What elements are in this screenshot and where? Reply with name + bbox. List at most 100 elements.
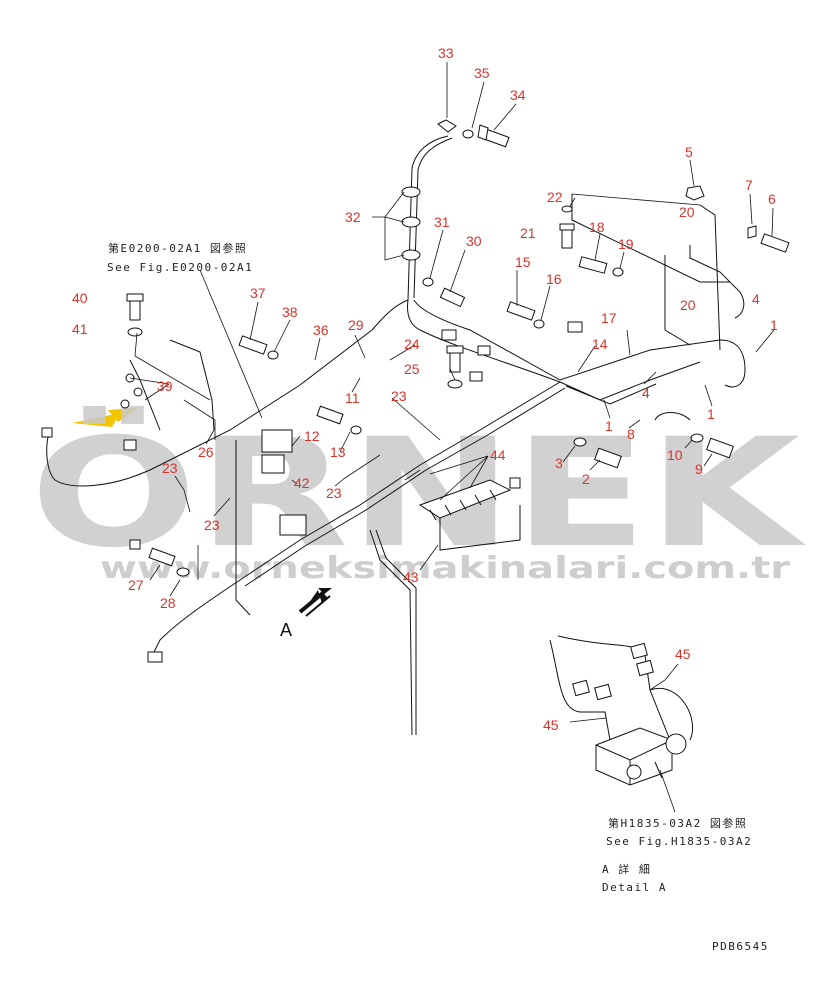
callout: 25 bbox=[404, 361, 420, 377]
bolt-15 bbox=[506, 301, 536, 321]
callout: 26 bbox=[198, 444, 214, 460]
callout: 24 bbox=[404, 336, 420, 352]
washer-22 bbox=[561, 205, 573, 213]
callout: 10 bbox=[667, 447, 683, 463]
ring-terminal bbox=[120, 399, 130, 409]
watermark: ÖRNEK www.orneksimakinalari.com.tr bbox=[30, 405, 806, 586]
connector bbox=[147, 651, 163, 663]
callout: 3 bbox=[555, 455, 563, 471]
washer-3 bbox=[573, 437, 587, 447]
callout: 38 bbox=[282, 304, 298, 320]
callout: 4 bbox=[752, 291, 760, 307]
ref-top-en: See Fig.E0200-02A1 bbox=[107, 261, 253, 274]
clamp bbox=[401, 249, 421, 261]
callout: 39 bbox=[157, 378, 173, 394]
callout: 34 bbox=[510, 87, 526, 103]
ref-top-jp: 第E0200-02A1 図参照 bbox=[108, 241, 247, 255]
callout: 12 bbox=[304, 428, 320, 444]
washer-10 bbox=[690, 433, 704, 443]
callout: 18 bbox=[589, 219, 605, 235]
callout: 29 bbox=[348, 317, 364, 333]
callout: 20 bbox=[680, 297, 696, 313]
callout: 13 bbox=[330, 444, 346, 460]
relay-block bbox=[261, 429, 293, 453]
washer-19 bbox=[612, 267, 624, 277]
callout: 44 bbox=[490, 447, 506, 463]
callout: 23 bbox=[391, 388, 407, 404]
callout: 32 bbox=[345, 209, 361, 225]
callout-labels: 33 35 34 5 7 6 22 20 21 18 19 32 31 30 1… bbox=[72, 45, 778, 733]
bolt-40 bbox=[126, 293, 144, 321]
callout: 6 bbox=[768, 191, 776, 207]
callout: 20 bbox=[679, 204, 695, 220]
callout: 36 bbox=[313, 322, 329, 338]
callout: 11 bbox=[345, 390, 360, 406]
detail-a-drawing bbox=[549, 635, 694, 786]
drawing-code: PDB6545 bbox=[712, 940, 769, 953]
upper-tube bbox=[407, 135, 449, 331]
callout: 21 bbox=[520, 225, 536, 241]
ref-bottom-en: See Fig.H1835-03A2 bbox=[606, 835, 752, 848]
view-marker: A bbox=[280, 620, 292, 640]
callout: 23 bbox=[162, 460, 178, 476]
callout: 31 bbox=[434, 214, 450, 230]
bolt-11 bbox=[316, 405, 344, 425]
callout: 1 bbox=[707, 406, 715, 422]
ring-terminal bbox=[133, 387, 143, 397]
connector bbox=[129, 539, 141, 550]
callout: 5 bbox=[685, 144, 693, 160]
nut-5 bbox=[685, 185, 705, 201]
washer-24 bbox=[447, 379, 463, 389]
callout: 45 bbox=[543, 717, 559, 733]
bolt-2 bbox=[594, 447, 622, 469]
bolt-18 bbox=[578, 256, 608, 274]
callout: 17 bbox=[601, 310, 617, 326]
ref-bottom-jp: 第H1835-03A2 図参照 bbox=[608, 816, 747, 830]
connector bbox=[123, 439, 137, 451]
reference-notes: 第E0200-02A1 図参照 See Fig.E0200-02A1 A 第H1… bbox=[107, 241, 769, 953]
washer-41 bbox=[127, 327, 143, 337]
callout: 4 bbox=[642, 385, 650, 401]
lower-harness bbox=[149, 381, 561, 661]
bolt-9 bbox=[706, 437, 734, 459]
callout: 30 bbox=[466, 233, 482, 249]
callout: 40 bbox=[72, 290, 88, 306]
main-harness bbox=[46, 299, 409, 487]
callout: 27 bbox=[128, 577, 144, 593]
bracket-33 bbox=[437, 119, 457, 133]
bolt-34 bbox=[477, 124, 510, 148]
bolt-6 bbox=[760, 233, 790, 253]
washer-13 bbox=[350, 425, 362, 435]
detail-label-jp: A 詳 細 bbox=[602, 862, 651, 876]
detail-label-en: Detail A bbox=[602, 881, 667, 894]
callout: 43 bbox=[403, 569, 419, 585]
clamp bbox=[401, 186, 421, 198]
callout: 35 bbox=[474, 65, 490, 81]
connector bbox=[509, 477, 521, 489]
bolt-25 bbox=[446, 345, 464, 373]
washer-28 bbox=[176, 567, 190, 577]
washer-7 bbox=[747, 225, 757, 239]
callout: 1 bbox=[770, 317, 778, 333]
callout: 19 bbox=[618, 236, 634, 252]
callout: 45 bbox=[675, 646, 691, 662]
callout: 15 bbox=[515, 254, 531, 270]
right-bracket bbox=[571, 194, 730, 283]
connector bbox=[441, 329, 457, 341]
watermark-url: www.orneksimakinalari.com.tr bbox=[100, 551, 790, 586]
bolt-27 bbox=[148, 547, 176, 567]
fuse-block bbox=[418, 479, 512, 521]
washer-16 bbox=[533, 319, 545, 329]
callout: 14 bbox=[592, 336, 608, 352]
harness-drawing bbox=[41, 119, 790, 786]
clamp bbox=[401, 216, 421, 228]
callout: 23 bbox=[326, 485, 342, 501]
callout: 22 bbox=[547, 189, 563, 205]
callout: 41 bbox=[72, 321, 88, 337]
connector bbox=[41, 427, 53, 438]
watermark-accent-shape bbox=[108, 408, 138, 422]
callout: 2 bbox=[582, 471, 590, 487]
washer-35 bbox=[462, 129, 474, 139]
watermark-accent-shape bbox=[72, 413, 120, 427]
